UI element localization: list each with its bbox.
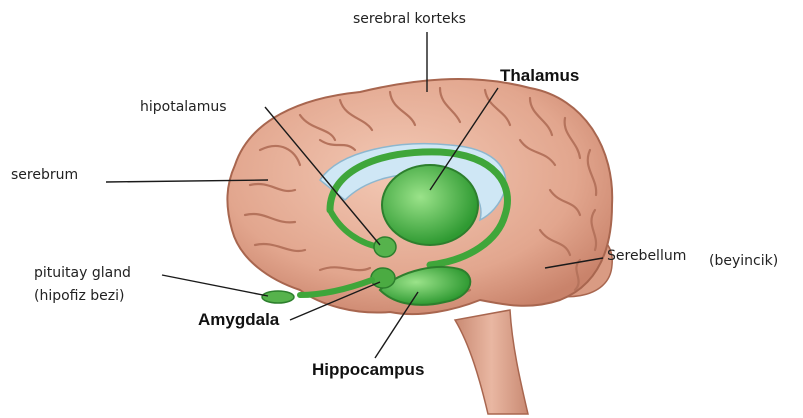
label-thalamus: Thalamus [500, 67, 579, 84]
label-serebral-korteks: serebral korteks [353, 11, 466, 28]
label-hipofiz-bezi: (hipofiz bezi) [34, 288, 125, 305]
label-hippocampus: Hippocampus [312, 361, 424, 378]
hypothalamus [374, 237, 396, 257]
leader-pituitay [162, 275, 268, 296]
label-hipotalamus: hipotalamus [140, 99, 227, 116]
brain-stem [455, 310, 528, 414]
label-beyincik: (beyincik) [709, 253, 778, 270]
pituitary-gland [262, 291, 294, 303]
label-serebrum: serebrum [11, 167, 78, 184]
label-pituitay-gland: pituitay gland [34, 265, 131, 282]
thalamus [382, 165, 478, 245]
label-amygdala: Amygdala [198, 311, 279, 328]
label-serebellum: Serebellum [607, 248, 686, 265]
